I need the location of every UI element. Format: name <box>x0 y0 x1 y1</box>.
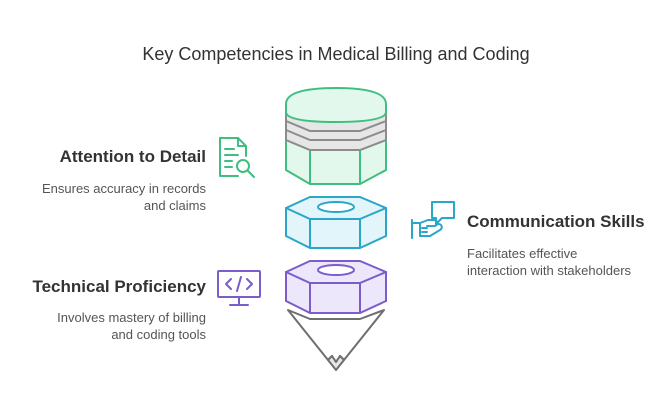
attention-to-detail-segment <box>285 86 387 185</box>
communication-skills-description: Facilitates effective interaction with s… <box>467 245 667 279</box>
attention-to-detail-description: Ensures accuracy in records and claims <box>20 180 206 214</box>
technical-proficiency-description-line-1: Involves mastery of billing <box>57 310 206 325</box>
communication-skills-heading: Communication Skills <box>467 212 645 231</box>
communication-skills-segment <box>285 196 387 249</box>
hand-speech-bubble-icon <box>411 201 455 239</box>
attention-to-detail-description-line-1: Ensures accuracy in records <box>41 181 206 196</box>
pencil-tip <box>287 309 385 371</box>
technical-proficiency-segment <box>285 260 387 314</box>
technical-proficiency-description: Involves mastery of billing and coding t… <box>10 309 206 343</box>
attention-to-detail-description-line-2: and claims <box>143 198 206 213</box>
communication-skills-description-line-2: interaction with stakeholders <box>467 263 632 278</box>
document-search-icon <box>219 137 255 178</box>
attention-to-detail-heading: Attention to Detail <box>59 147 206 166</box>
communication-skills-description-line-1: Facilitates effective <box>467 246 578 261</box>
diagram-title: Key Competencies in Medical Billing and … <box>142 44 530 64</box>
code-monitor-icon <box>217 270 261 306</box>
technical-proficiency-description-line-2: and coding tools <box>111 327 206 342</box>
technical-proficiency-heading: Technical Proficiency <box>32 277 206 296</box>
